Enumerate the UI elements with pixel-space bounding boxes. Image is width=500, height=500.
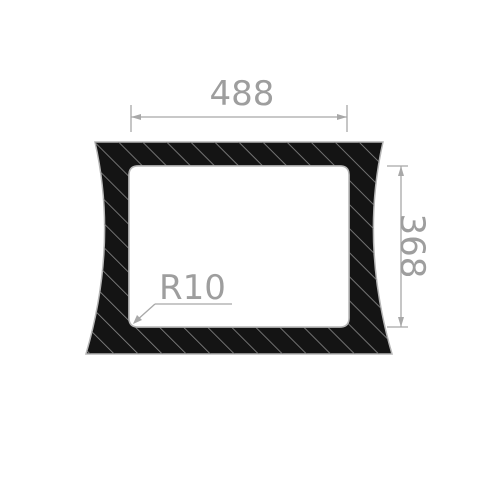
radius-callout: R10 [133, 268, 232, 324]
inner-opening-outline [128, 165, 350, 328]
width-arrow-right [337, 114, 347, 120]
radius-label: R10 [159, 268, 226, 308]
width-label: 488 [210, 74, 275, 114]
width-arrow-left [131, 114, 141, 120]
radius-arrow [133, 315, 142, 324]
frame-hatching [86, 142, 392, 354]
height-dimension: 368 [387, 165, 432, 328]
width-dimension: 488 [130, 74, 348, 132]
height-label: 368 [392, 214, 432, 279]
height-arrow-top [398, 166, 404, 176]
height-arrow-bottom [398, 317, 404, 327]
